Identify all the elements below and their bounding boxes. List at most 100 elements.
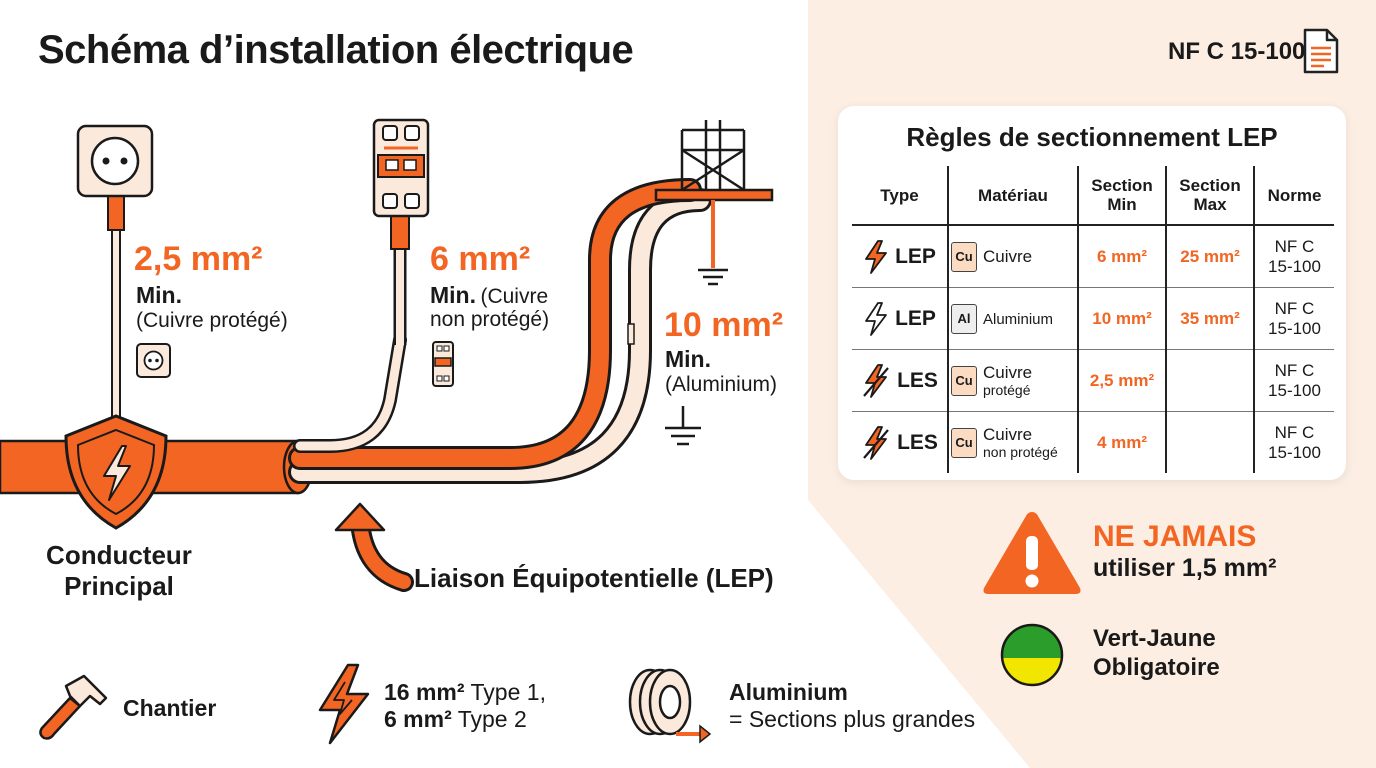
header-section-min-line2: Min — [1107, 195, 1137, 214]
breaker-min-label: Min. — [430, 282, 476, 308]
conductor-tip — [627, 323, 635, 345]
material-name: Cuivre — [983, 362, 1033, 382]
green-yellow-line2: Obligatoire — [1093, 654, 1220, 681]
type-cell: LES — [852, 412, 948, 474]
breaker-min-line: Min. (Cuivre — [430, 282, 548, 309]
type1-label: Type 1, — [464, 679, 546, 705]
header-section-max-line1: Section — [1179, 176, 1241, 195]
header-section-min-line1: Section — [1091, 176, 1153, 195]
small-breaker-icon — [432, 341, 454, 387]
grounding-mast — [654, 120, 774, 286]
section-min-cell: 10 mm² — [1077, 287, 1166, 350]
header-norm: Norme — [1253, 166, 1334, 226]
lightning-bolt-large-icon — [318, 663, 370, 745]
green-yellow-wire-icon — [1000, 623, 1064, 687]
page-title: Schéma d’installation électrique — [38, 28, 634, 72]
main-conductor-label-line1: Conducteur — [46, 540, 192, 570]
material-name: Aluminium — [983, 310, 1054, 328]
section-max-cell: 25 mm² — [1165, 225, 1254, 288]
lightning-slashed-icon — [863, 363, 889, 398]
norm-line2: 15-100 — [1268, 256, 1321, 276]
curved-arrow-icon — [334, 502, 414, 592]
section-max-cell — [1165, 411, 1254, 473]
green-yellow-line1: Vert-Jaune — [1093, 625, 1216, 652]
ground-min-label: Min. — [665, 346, 711, 372]
norm-line2: 15-100 — [1268, 318, 1321, 338]
breaker-wire — [390, 214, 410, 345]
norm-line2: 15-100 — [1268, 442, 1321, 462]
section-min-cell: 2,5 mm² — [1077, 349, 1166, 412]
material-name: Cuivre — [983, 424, 1033, 444]
lightning-slashed-icon — [863, 425, 889, 460]
aluminium-note: = Sections plus grandes — [729, 706, 976, 732]
wiring-illustration — [0, 118, 774, 592]
cable-spool-icon — [628, 668, 712, 744]
socket-outlet — [76, 124, 154, 198]
material-cell: Al Aluminium — [947, 287, 1078, 350]
green-yellow-label: Vert-Jaune Obligatoire — [1093, 624, 1220, 682]
header-section-max-line2: Max — [1193, 195, 1227, 214]
material-qualifier: protégé — [983, 381, 1031, 398]
small-socket-icon — [136, 343, 171, 378]
warning-triangle-icon — [983, 512, 1081, 594]
site-label: Chantier — [123, 695, 217, 721]
surge-types-line2: 6 mm² Type 2 — [384, 706, 527, 733]
lep-conductor-bundle — [288, 178, 712, 484]
norm-line1: NF C — [1274, 236, 1315, 256]
section-max-cell — [1165, 349, 1254, 412]
type-cell: LEP — [852, 225, 948, 288]
rules-table-title: Règles de sectionnement LEP — [906, 122, 1278, 152]
aluminium-label: Aluminium — [729, 679, 848, 705]
section-max-cell: 35 mm² — [1165, 287, 1254, 350]
document-icon — [1303, 28, 1339, 74]
warning-title: NE JAMAIS — [1093, 520, 1257, 553]
material-qualifier: non protégé — [983, 443, 1058, 460]
norm-line1: NF C — [1274, 422, 1315, 442]
lep-label: Liaison Équipotentielle (LEP) — [414, 563, 774, 593]
shield-lightning-icon — [64, 414, 168, 530]
type-cell: LES — [852, 349, 948, 412]
header-material: Matériau — [947, 166, 1078, 226]
main-conductor-label: Conducteur Principal — [44, 540, 194, 602]
socket-wire — [107, 195, 125, 430]
standard-badge: NF C 15-100 — [1168, 38, 1306, 65]
ground-note: (Aluminium) — [665, 373, 778, 396]
type1-section: 16 mm² — [384, 679, 465, 705]
copper-chip-icon: Cu — [951, 241, 977, 272]
header-type: Type — [852, 166, 948, 226]
ground-symbol-icon — [665, 406, 701, 446]
type-label: LEP — [895, 306, 936, 330]
norm-line2: 15-100 — [1268, 380, 1321, 400]
norm-line1: NF C — [1274, 360, 1315, 380]
norm-line1: NF C — [1274, 298, 1315, 318]
section-min-cell: 6 mm² — [1077, 225, 1166, 288]
ground-section-value: 10 mm² — [664, 306, 784, 344]
type2-section: 6 mm² — [384, 706, 452, 732]
aluminium-chip-icon: Al — [951, 303, 977, 334]
type-cell: LEP — [852, 287, 948, 350]
lightning-bolt-icon — [865, 239, 887, 274]
breaker-note-line1: (Cuivre — [480, 285, 549, 308]
type-label: LEP — [895, 244, 936, 268]
type2-label: Type 2 — [451, 706, 527, 732]
type-label: LES — [897, 430, 938, 454]
lightning-outline-icon — [865, 301, 887, 336]
breaker-note-line2: non protégé) — [430, 308, 550, 331]
section-min-cell: 4 mm² — [1077, 411, 1166, 473]
socket-section-value: 2,5 mm² — [134, 240, 263, 278]
circuit-breaker — [372, 118, 430, 218]
